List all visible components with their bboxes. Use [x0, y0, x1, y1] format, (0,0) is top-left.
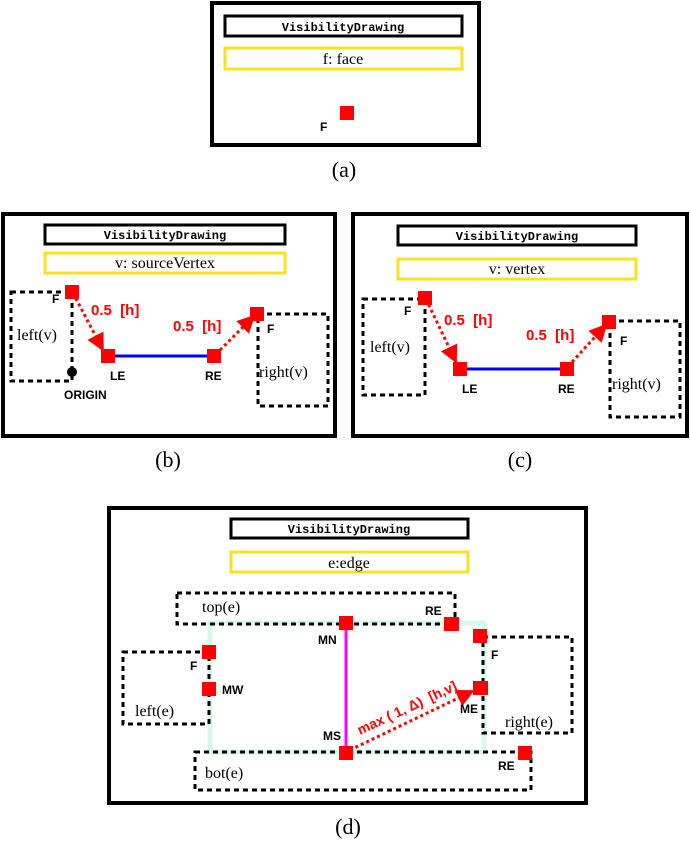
- f-left-node: [202, 645, 216, 659]
- param-label: e:edge: [328, 555, 370, 572]
- f-left-label: F: [190, 659, 197, 673]
- top-e-box: [175, 591, 457, 626]
- face-node: [340, 106, 354, 120]
- re-node: [560, 362, 574, 376]
- offset-label: max ( 1, Δ) [h,v]: [355, 678, 460, 738]
- param-label: v: sourceVertex: [115, 255, 215, 272]
- f-label-right: F: [267, 322, 274, 336]
- offset-arrow-right: [570, 323, 608, 364]
- f-label-right: F: [620, 334, 627, 348]
- offset-label-left: 0.5 [h]: [444, 312, 492, 329]
- le-label: LE: [110, 369, 125, 383]
- left-v-label: left(v): [370, 339, 410, 356]
- mn-label: MN: [318, 633, 337, 647]
- offset-arrow-left: [71, 292, 105, 352]
- right-face-node: [602, 315, 616, 329]
- origin-label: ORIGIN: [64, 388, 107, 402]
- right-face-node: [250, 307, 264, 321]
- offset-label-right: 0.5 [h]: [526, 327, 574, 344]
- le-node: [101, 349, 115, 363]
- left-v-box: [361, 297, 427, 397]
- panel-a-caption: (a): [332, 157, 356, 182]
- mn-node: [339, 616, 353, 630]
- panel-a-frame: [210, 1, 481, 147]
- class-title: VisibilityDrawing: [282, 21, 404, 35]
- left-v-box: [9, 290, 74, 383]
- panel-b-frame: [1, 212, 337, 438]
- panel-d: VisibilityDrawing e:edge top(e) left(e) …: [107, 506, 588, 839]
- param-label: f: face: [323, 51, 363, 68]
- panel-b-caption: (b): [155, 447, 181, 472]
- panel-b: VisibilityDrawing v: sourceVertex left(v…: [1, 212, 337, 472]
- param-box: [43, 251, 287, 275]
- origin-point: [67, 367, 77, 377]
- offset-arrow: [349, 689, 475, 752]
- param-box: [396, 257, 638, 281]
- offset-label-right: 0.5 [h]: [173, 318, 221, 335]
- panel-a: VisibilityDrawing f: face F (a): [210, 1, 481, 182]
- me-label: ME: [460, 702, 478, 716]
- panel-d-caption: (d): [335, 814, 361, 839]
- class-title: VisibilityDrawing: [456, 230, 578, 244]
- panel-c: VisibilityDrawing v: vertex left(v) righ…: [351, 212, 689, 472]
- mw-label: MW: [222, 683, 244, 697]
- ms-node: [339, 746, 353, 760]
- re-label: RE: [205, 369, 222, 383]
- left-v-label: left(v): [17, 327, 57, 344]
- f-right-node: [473, 629, 487, 643]
- panel-d-frame: [107, 506, 588, 805]
- left-face-node: [418, 291, 432, 305]
- right-v-label: right(v): [612, 376, 661, 393]
- class-title-box: [223, 14, 464, 38]
- top-e-label: top(e): [202, 599, 240, 616]
- class-title-box: [229, 517, 470, 540]
- param-box: [223, 46, 464, 71]
- me-node: [473, 681, 488, 695]
- f-label-left: F: [404, 304, 411, 318]
- panel-c-caption: (c): [508, 447, 532, 472]
- offset-label-left: 0.5 [h]: [91, 302, 139, 319]
- ms-label: MS: [323, 729, 341, 743]
- class-title: VisibilityDrawing: [288, 523, 410, 537]
- re-top-label: RE: [425, 604, 442, 618]
- class-title: VisibilityDrawing: [104, 229, 226, 243]
- f-right-label: F: [491, 648, 498, 662]
- re-label: RE: [558, 382, 575, 396]
- offset-arrow-right: [218, 314, 256, 352]
- le-label: LE: [462, 382, 477, 396]
- re-bot-node: [518, 746, 532, 760]
- origin-face-node: [65, 285, 79, 299]
- left-e-label: left(e): [135, 703, 174, 720]
- param-label: v: vertex: [489, 261, 545, 278]
- re-bot-label: RE: [498, 759, 515, 773]
- right-e-box: [481, 635, 574, 735]
- panel-c-frame: [351, 212, 689, 438]
- right-v-box: [608, 319, 682, 419]
- mw-node: [202, 682, 216, 696]
- class-title-box: [43, 223, 287, 246]
- f-label-left: F: [52, 292, 59, 306]
- right-e-label: right(e): [505, 714, 553, 731]
- face-label: F: [320, 120, 327, 134]
- class-title-box: [396, 224, 638, 247]
- re-node: [207, 349, 221, 363]
- right-v-label: right(v): [259, 364, 308, 381]
- le-node: [453, 362, 467, 376]
- re-top-node: [444, 617, 459, 631]
- offset-arrow-left: [424, 298, 458, 364]
- param-box: [229, 550, 470, 574]
- bot-e-box: [193, 750, 533, 792]
- bot-e-label: bot(e): [205, 765, 243, 782]
